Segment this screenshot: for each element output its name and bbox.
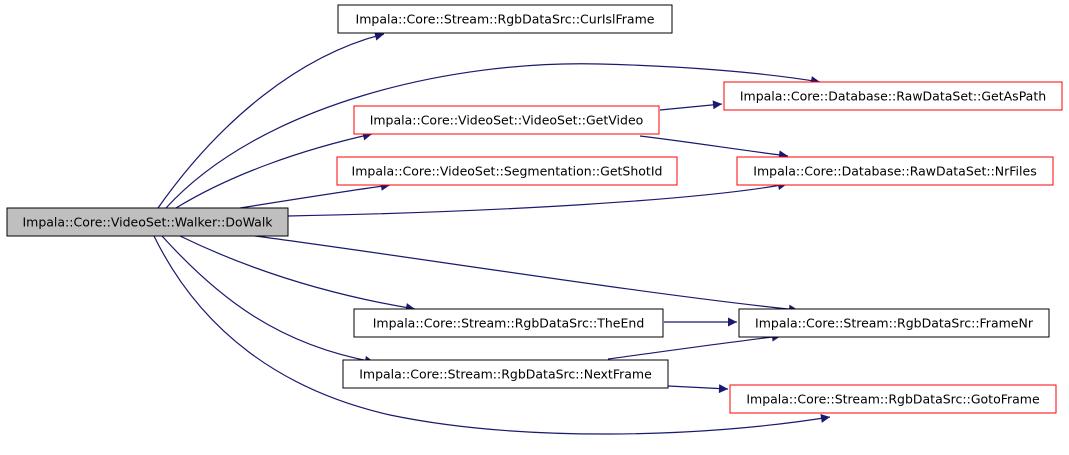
edge-dowalk-framenr: [254, 235, 799, 314]
edge-dowalk-theend: [179, 235, 416, 312]
edge-getvideo-getaspath: [659, 100, 723, 111]
edge-nextframe-framenr: [607, 332, 782, 360]
node-theend-label: Impala::Core::Stream::RgbDataSrc::TheEnd: [373, 316, 645, 331]
node-getvideo[interactable]: Impala::Core::VideoSet::VideoSet::GetVid…: [353, 105, 660, 135]
edge-dowalk-getshotid: [239, 181, 391, 209]
node-dowalk[interactable]: Impala::Core::VideoSet::Walker::DoWalk: [6, 207, 289, 237]
node-curislframe-label: Impala::Core::Stream::RgbDataSrc::CurIsl…: [356, 12, 655, 27]
node-nrfiles[interactable]: Impala::Core::Database::RawDataSet::NrFi…: [736, 156, 1054, 186]
node-curislframe[interactable]: Impala::Core::Stream::RgbDataSrc::CurIsl…: [337, 4, 673, 34]
node-theend[interactable]: Impala::Core::Stream::RgbDataSrc::TheEnd: [353, 308, 664, 338]
node-dowalk-label: Impala::Core::VideoSet::Walker::DoWalk: [22, 215, 273, 230]
edge-dowalk-curislframe: [157, 31, 385, 209]
node-getvideo-label: Impala::Core::VideoSet::VideoSet::GetVid…: [370, 113, 644, 128]
edge-dowalk-nextframe: [161, 235, 375, 365]
node-gotoframe-label: Impala::Core::Stream::RgbDataSrc::GotoFr…: [746, 392, 1040, 407]
edge-getvideo-nrfiles: [639, 135, 789, 160]
node-getaspath-label: Impala::Core::Database::RawDataSet::GetA…: [740, 89, 1046, 104]
node-nextframe-label: Impala::Core::Stream::RgbDataSrc::NextFr…: [359, 367, 652, 382]
edge-dowalk-nrfiles: [287, 181, 788, 217]
node-nrfiles-label: Impala::Core::Database::RawDataSet::NrFi…: [753, 164, 1036, 179]
node-nextframe[interactable]: Impala::Core::Stream::RgbDataSrc::NextFr…: [342, 359, 669, 389]
edge-nextframe-gotoframe: [667, 384, 729, 394]
edge-dowalk-gotoframe: [153, 235, 831, 435]
node-framenr-label: Impala::Core::Stream::RgbDataSrc::FrameN…: [755, 316, 1034, 331]
node-getaspath[interactable]: Impala::Core::Database::RawDataSet::GetA…: [723, 81, 1063, 111]
edge-dowalk-getvideo: [175, 131, 373, 209]
edge-dowalk-getaspath: [165, 63, 821, 209]
node-framenr[interactable]: Impala::Core::Stream::RgbDataSrc::FrameN…: [738, 308, 1050, 338]
node-gotoframe[interactable]: Impala::Core::Stream::RgbDataSrc::GotoFr…: [729, 384, 1057, 414]
node-getshotid[interactable]: Impala::Core::VideoSet::Segmentation::Ge…: [336, 156, 678, 186]
node-getshotid-label: Impala::Core::VideoSet::Segmentation::Ge…: [352, 164, 663, 179]
